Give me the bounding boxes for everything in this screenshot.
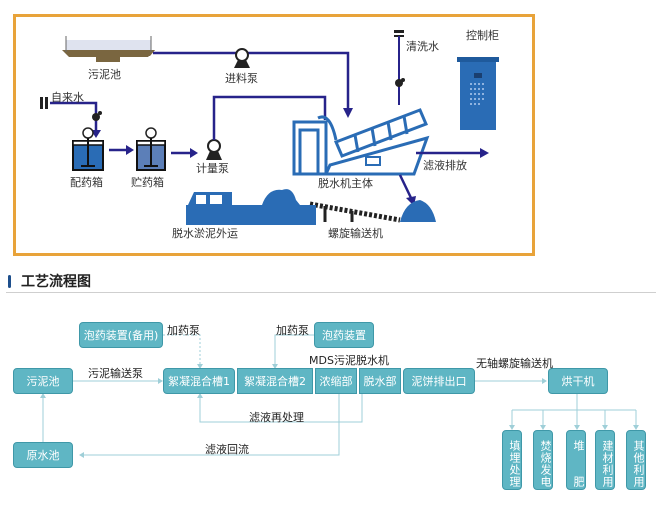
node-dewatering: 脱水部 [359, 368, 401, 394]
feed-pump-icon [234, 48, 250, 68]
node-output-building-material: 建材利用 [595, 430, 615, 490]
sludge-pile-icon [400, 200, 436, 222]
label-storage-tank: 贮药箱 [131, 176, 164, 189]
label-screw-conveyor: 螺旋输送机 [328, 227, 383, 240]
node-sludge-tank: 污泥池 [13, 368, 73, 394]
label-feed-pump: 进料泵 [225, 72, 258, 85]
edge-filtrate-return [82, 394, 340, 456]
edge-dosing [274, 334, 314, 366]
label-dosing-pump-left: 加药泵 [167, 324, 200, 337]
edge-filtrate-retreat [199, 394, 363, 423]
feed-pipe [153, 51, 350, 112]
label-filtrate-discharge: 滤液排放 [423, 159, 467, 172]
node-raw-water-tank: 原水池 [13, 442, 73, 468]
arrowhead-icon [540, 425, 546, 430]
section-header: 工艺流程图 [8, 271, 91, 291]
node-dosing: 泡药装置 [314, 322, 374, 348]
label-shaftless-conveyor: 无轴螺旋输送机 [476, 357, 553, 370]
dewatering-machine-icon [292, 108, 430, 176]
label-control-cabinet: 控制柜 [466, 29, 499, 42]
node-floc-tank-2: 絮凝混合槽2 [237, 368, 313, 394]
label-filtrate-retreat: 滤液再处理 [249, 411, 304, 424]
label-mds-machine: MDS污泥脱水机 [309, 354, 389, 367]
node-thickening: 浓缩部 [315, 368, 357, 394]
arrowhead-icon [272, 364, 278, 369]
node-dosing-backup: 泡药装置(备用) [79, 322, 163, 348]
arrowhead-icon [574, 425, 580, 430]
label-metering-pump: 计量泵 [196, 162, 229, 175]
node-floc-tank-1: 絮凝混合槽1 [163, 368, 235, 394]
section-divider [6, 292, 656, 293]
valve-icon [395, 78, 405, 87]
arrowhead-icon [158, 378, 163, 384]
node-output-compost: 堆 肥 [566, 430, 586, 490]
label-sludge-tank: 污泥池 [88, 68, 121, 81]
screw-conveyor-icon [309, 201, 401, 223]
label-sludge-pump: 污泥输送泵 [88, 367, 143, 380]
section-marker [8, 274, 11, 288]
node-output-landfill: 填埋处理 [502, 430, 522, 490]
arrowhead-icon [79, 452, 84, 458]
control-cabinet-icon [457, 57, 499, 130]
label-mixing-tank: 配药箱 [70, 176, 103, 189]
label-wash-water: 清洗水 [406, 40, 439, 53]
tap-water-icon [40, 97, 48, 109]
label-dosing-pump-right: 加药泵 [276, 324, 309, 337]
valve-icon [92, 111, 102, 121]
feed-arrow-icon [343, 108, 353, 118]
cake-drop-pipe [398, 174, 414, 201]
node-output-other: 其他利用 [626, 430, 646, 490]
arrowhead-icon [542, 378, 547, 384]
arrowhead-icon [197, 393, 203, 398]
arrowhead-icon [197, 364, 203, 369]
label-sludge-transport: 脱水淤泥外运 [172, 227, 238, 240]
dosing-pipe [212, 95, 327, 140]
label-tap-water: 自来水 [51, 91, 84, 104]
arrowhead-icon [602, 425, 608, 430]
label-filtrate-return: 滤液回流 [205, 443, 249, 456]
arrowhead-icon [633, 425, 639, 430]
node-dryer: 烘干机 [548, 368, 608, 394]
sludge-tank-icon [62, 36, 155, 62]
arrowhead-icon [40, 393, 46, 398]
arrow-icon [126, 145, 134, 155]
section-title: 工艺流程图 [21, 274, 91, 290]
node-output-incineration: 焚烧发电 [533, 430, 553, 490]
label-dewatering-main: 脱水机主体 [318, 177, 373, 190]
mixing-tank-icon [72, 127, 104, 171]
tap-water-pipe [50, 101, 98, 133]
edge-dosing-backup [163, 334, 201, 366]
arrowhead-icon [509, 425, 515, 430]
flow-arrowheads [40, 364, 639, 458]
truck-icon [186, 189, 316, 225]
arrow-icon [190, 148, 198, 158]
storage-tank-icon [136, 127, 166, 171]
node-cake-outlet: 泥饼排出口 [403, 368, 475, 394]
filtrate-arrow-icon [480, 148, 489, 158]
